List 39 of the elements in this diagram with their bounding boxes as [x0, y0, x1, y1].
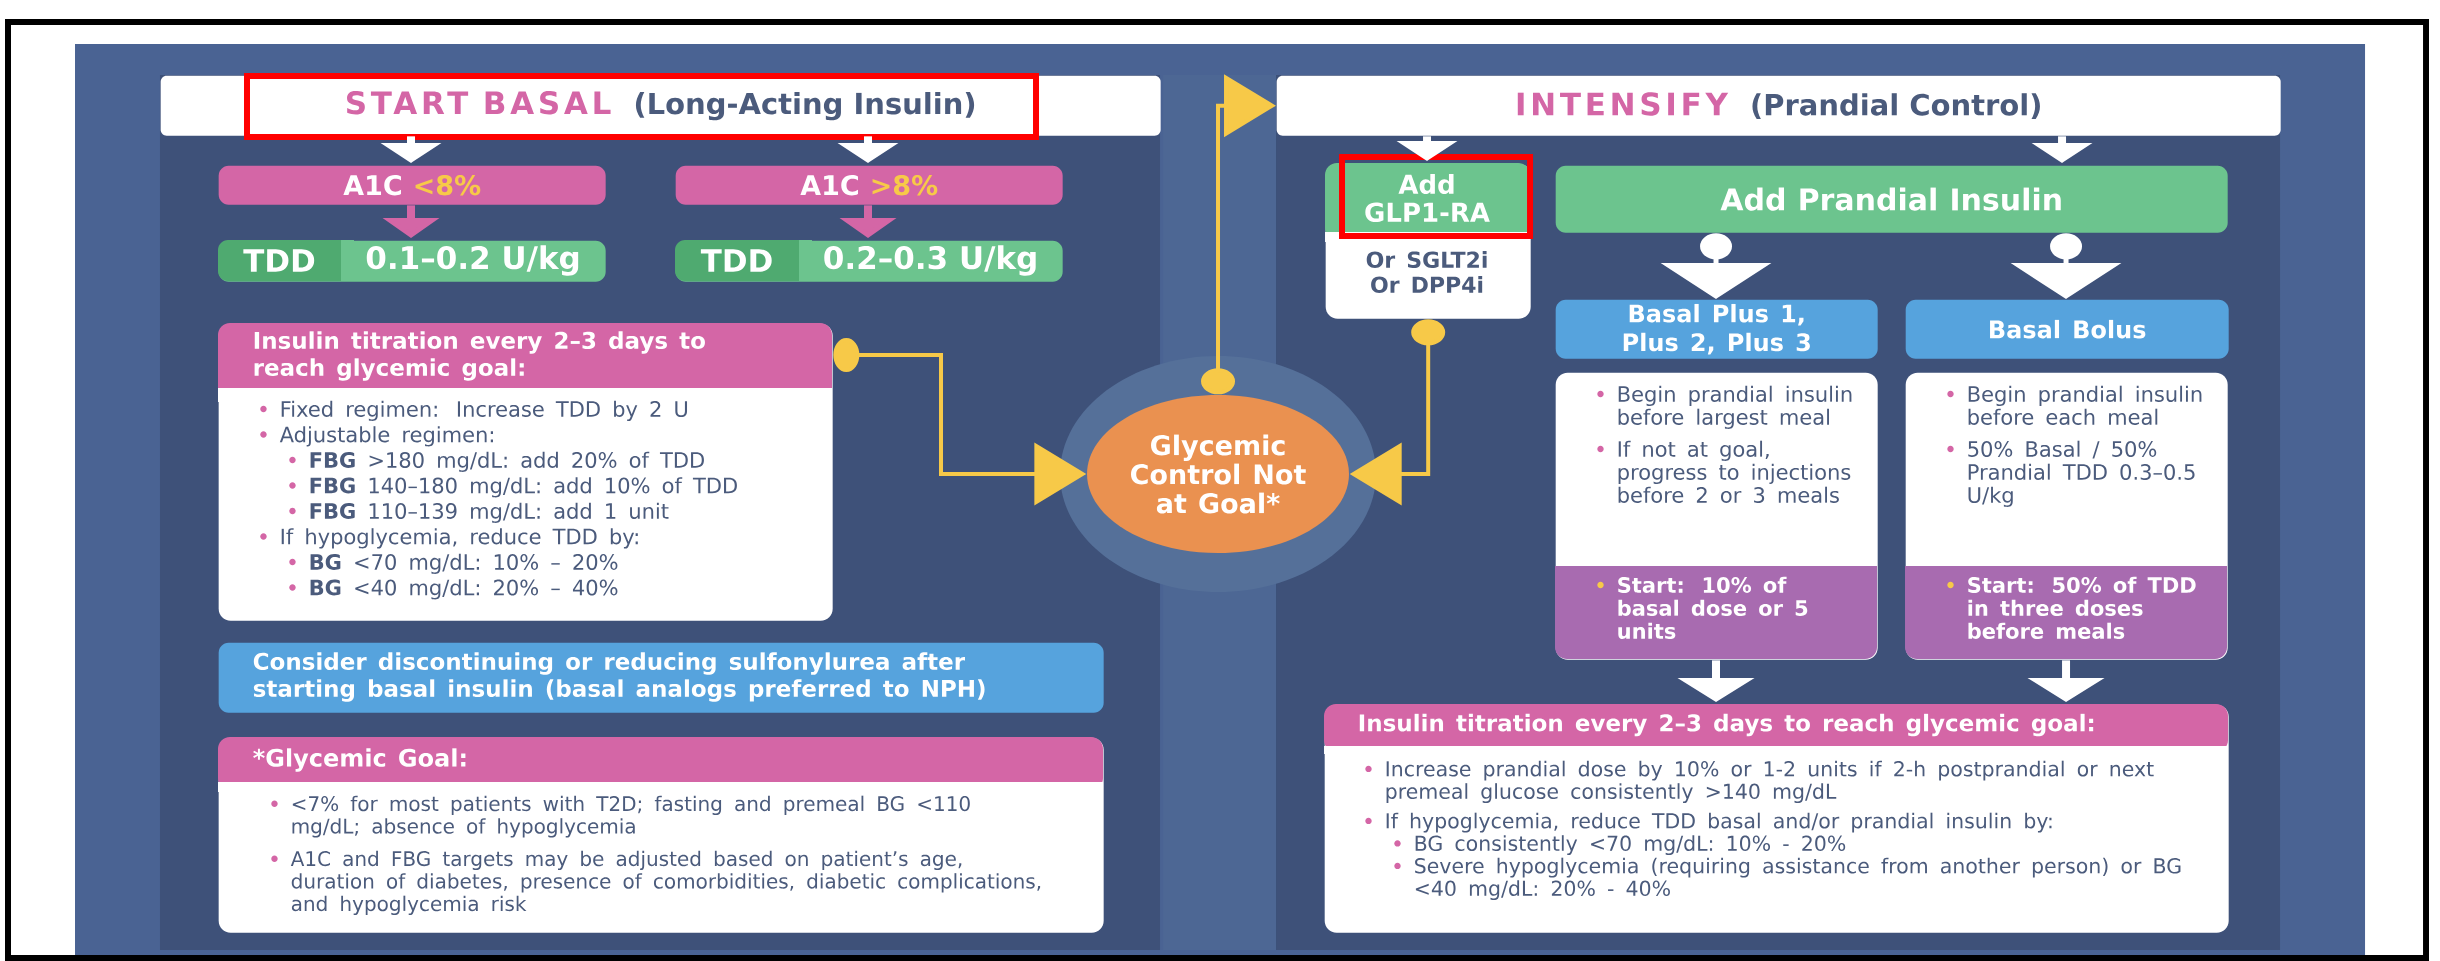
bullet-item: BG consistently <70 mg/dL: 10% - 20% — [1394, 835, 1846, 856]
card-header: Insulin titration every 2–3 days to reach glycemic goal: — [1324, 704, 2229, 754]
goal-card — [218, 737, 1104, 933]
bullet-item: Fixed regimen: Increase TDD by 2 U — [260, 400, 687, 422]
bullet-item: BG <40 mg/dL: 20% – 40% — [289, 579, 618, 600]
option-card: Add GLP1-RA Or SGLT2i Or DPP4i — [1325, 163, 1531, 319]
dose-box: TDD 0.1–0.2 U/kg — [218, 240, 606, 282]
regimen-card — [1555, 372, 1878, 660]
bullet-item: Adjustable regimen: — [260, 426, 493, 447]
bullet-item: If hypoglycemia, reduce TDD by: — [260, 528, 638, 549]
bullet-item: FBG >180 mg/dL: add 20% of TDD — [289, 451, 704, 473]
bullet-item: BG <70 mg/dL: 10% – 20% — [289, 553, 618, 575]
step-box: Add Prandial Insulin — [1555, 165, 2228, 233]
bullet-item: Begin prandial insulin before each meal — [1947, 385, 2202, 425]
bullet-item: 50% Basal / 50% Prandial TDD 0.3–0.5 U/kg — [1947, 440, 2195, 508]
bullet-item: Start: 10% of basal dose or 5 units — [1597, 576, 1808, 639]
titration-card — [218, 323, 833, 621]
title-banner: START BASAL (Long-Acting Insulin) — [160, 75, 1161, 136]
bullet-item: Begin prandial insulin before largest meal — [1597, 385, 1852, 430]
bullet-item: <7% for most patients with T2D; fasting and premeal BG <110 mg/dL; absence of hypoglycemia — [271, 795, 970, 838]
bullet-item: Increase prandial dose by 10% or 1-2 units if 2-h postprandial or next premeal glucose consistently >140 mg/dL — [1365, 760, 2154, 804]
regimen-box: Basal Bolus — [1905, 299, 2229, 359]
bullet-item: FBG 140–180 mg/dL: add 10% of TDD — [289, 477, 737, 498]
bullet-item: Start: 50% of TDD in three doses before meals — [1947, 576, 2196, 639]
regimen-card — [1905, 372, 2228, 660]
titration-card — [1324, 704, 2229, 933]
condition-box: A1C <8% — [218, 165, 606, 205]
bullet-item: If hypoglycemia, reduce TDD basal and/or prandial insulin by: — [1365, 812, 2052, 833]
note-box: Consider discontinuing or reducing sulfonylurea after starting basal insulin (basal analogs preferred to NPH) — [218, 642, 1104, 713]
dose-box: TDD 0.2–0.3 U/kg — [675, 240, 1063, 282]
bullet-item: If not at goal, progress to injections before 2 or 3 meals — [1597, 440, 1851, 503]
bullet-item: Severe hypoglycemia (requiring assistance from another person) or BG <40 mg/dL: 20% - 40% — [1394, 857, 2181, 901]
regimen-box: Basal Plus 1, Plus 2, Plus 3 — [1555, 299, 1878, 359]
condition-box: A1C >8% — [675, 165, 1063, 205]
bullet-item: FBG 110–139 mg/dL: add 1 unit — [289, 502, 669, 524]
bullet-item: A1C and FBG targets may be adjusted based on patient’s age, duration of diabetes, presence of comorbidities, diabetic complications, and hypoglycemia risk — [271, 850, 1041, 916]
title-banner: INTENSIFY (Prandial Control) — [1276, 75, 2281, 136]
card-header: Insulin titration every 2–3 days to reach glycemic goal: — [218, 323, 832, 402]
card-header: *Glycemic Goal: — [218, 737, 1103, 793]
